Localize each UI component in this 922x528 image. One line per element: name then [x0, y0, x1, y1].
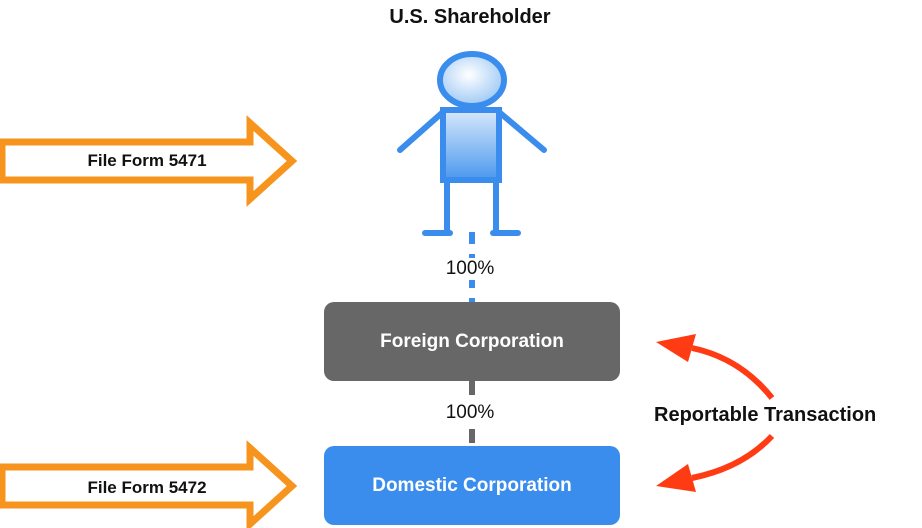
reportable-transaction-label: Reportable Transaction [654, 404, 877, 426]
ownership-label-bottom: 100% [430, 402, 510, 424]
domestic-corporation-box: Domestic Corporation [324, 446, 620, 525]
foreign-corporation-label: Foreign Corporation [380, 330, 564, 352]
shareholder-person-icon [397, 51, 547, 236]
form-5471-label: File Form 5471 [87, 151, 207, 170]
form-5472-arrow-shape [0, 440, 298, 528]
foreign-corporation-box: Foreign Corporation [324, 302, 620, 381]
form-5472-label: File Form 5472 [87, 478, 207, 497]
domestic-corporation-label: Domestic Corporation [372, 474, 572, 496]
reportable-transaction-arrows [656, 334, 775, 492]
shareholder-title: U.S. Shareholder [389, 6, 551, 28]
form-5471-arrow-shape [0, 115, 298, 207]
ownership-label-top: 100% [430, 258, 510, 280]
